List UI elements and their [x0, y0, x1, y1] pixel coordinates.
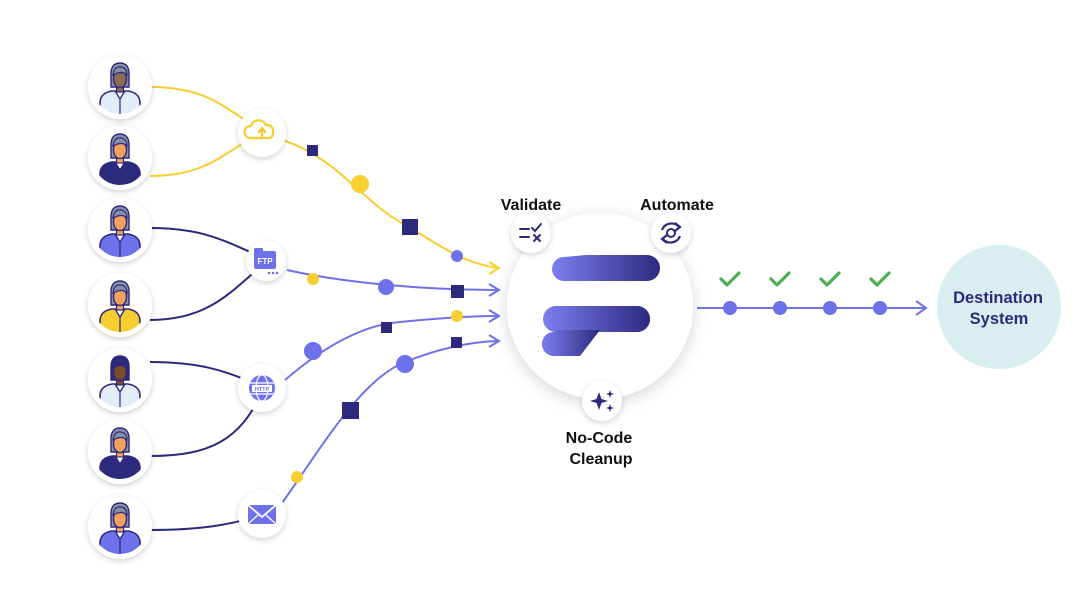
arrowhead-1 [488, 261, 501, 275]
envelope-icon [247, 504, 277, 525]
person-1-avatar [88, 55, 152, 119]
person-4-avatar [88, 273, 152, 337]
marker-square [402, 219, 418, 235]
person-2-avatar [88, 126, 152, 190]
people-connectors [149, 86, 266, 531]
cleanup-badge [582, 381, 622, 421]
arrowhead-2 [488, 283, 501, 297]
http-icon-label: HTTP [255, 387, 270, 393]
cleanup-label-line2: Cleanup [569, 451, 632, 468]
cleanup-label-line1: No-Code [566, 430, 633, 447]
marker-dot [307, 273, 319, 285]
output-dot [873, 301, 887, 315]
email-to-hub-line [281, 340, 498, 504]
validation-checks [719, 271, 891, 315]
processing-hub [507, 213, 693, 399]
person-6-avatar [88, 420, 152, 484]
upload-to-hub-line [282, 139, 498, 269]
output-dot [723, 301, 737, 315]
validate-list-icon [519, 223, 542, 242]
automate-gear-icon [660, 222, 682, 244]
check-icon [869, 271, 891, 287]
marker-dot [451, 250, 463, 262]
output-dot [823, 301, 837, 315]
marker-dot [396, 355, 414, 373]
person-3-avatar [88, 198, 152, 262]
ftp-icon-label: FTP [257, 257, 273, 266]
email-channel [238, 490, 286, 538]
http-channel: HTTP [238, 364, 286, 412]
ftp-channel: FTP [246, 241, 286, 281]
marker-dot [451, 310, 463, 322]
destination-label-line1: Destination [953, 289, 1043, 307]
person-5-avatar [88, 348, 152, 412]
upload-channel [238, 109, 286, 157]
sparkles-icon [590, 390, 614, 412]
marker-dot [304, 342, 322, 360]
marker-dot [378, 279, 394, 295]
connector-person-4 [149, 262, 266, 321]
destination-node: Destination System [937, 245, 1061, 369]
validate-label: Validate [501, 197, 562, 214]
marker-square [307, 145, 318, 156]
http-globe-icon: HTTP [249, 374, 275, 402]
channel-connectors [281, 139, 501, 504]
output-flow [697, 271, 928, 316]
marker-square [451, 285, 464, 298]
arrowhead-3 [488, 309, 501, 323]
marker-dot [291, 471, 303, 483]
person-7-avatar [88, 495, 152, 559]
validate-badge [511, 213, 551, 253]
marker-dot [351, 175, 369, 193]
flow-markers [291, 145, 464, 483]
ftp-icon: FTP [254, 248, 279, 275]
output-arrowhead [915, 300, 928, 316]
cloud-upload-icon [243, 119, 275, 140]
marker-square [451, 337, 462, 348]
people-column [88, 55, 152, 559]
output-dot [773, 301, 787, 315]
arrowhead-4 [488, 334, 501, 348]
automate-label: Automate [640, 197, 714, 214]
marker-square [342, 402, 359, 419]
check-icon [769, 271, 791, 287]
automate-badge [651, 213, 691, 253]
marker-square [381, 322, 392, 333]
check-icon [719, 271, 741, 287]
flatfile-logo-icon [542, 255, 660, 356]
destination-label-line2: System [970, 310, 1029, 328]
check-icon [819, 271, 841, 287]
